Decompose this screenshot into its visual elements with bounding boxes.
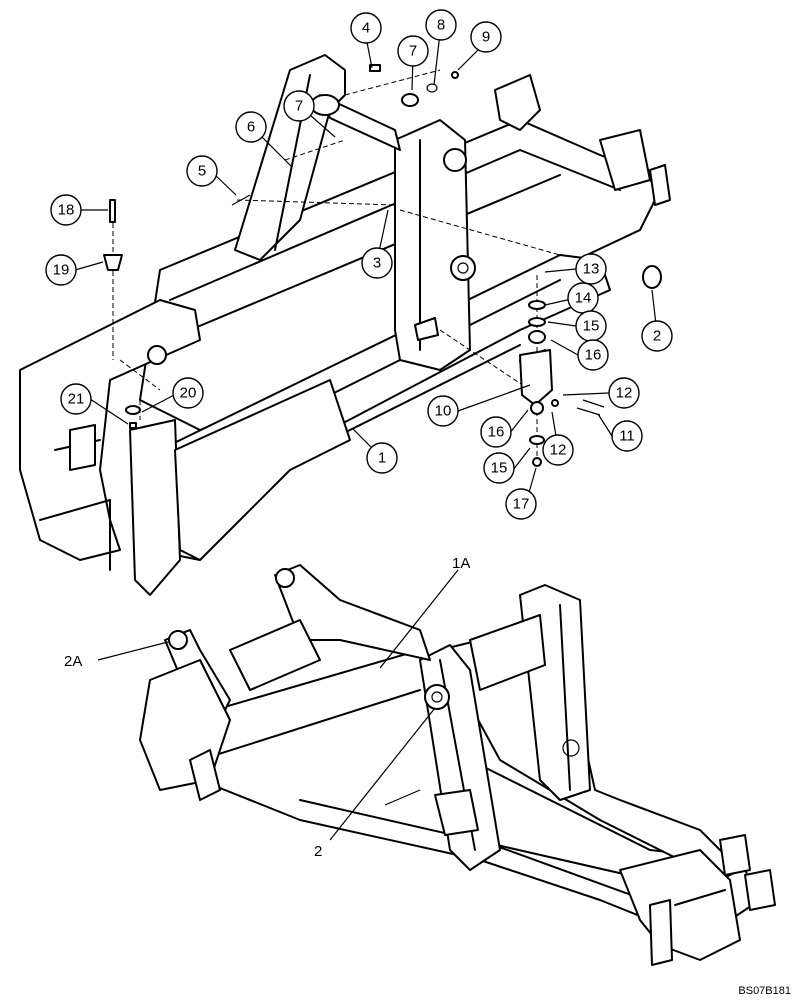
callout-11: 11 [611,420,643,452]
svg-text:11: 11 [619,428,635,445]
svg-text:7: 7 [409,43,417,60]
svg-text:3: 3 [373,255,381,272]
svg-text:18: 18 [58,202,75,219]
svg-text:12: 12 [550,442,567,459]
callout-17: 17 [505,488,537,520]
svg-text:5: 5 [198,163,206,180]
leader-1a [379,569,459,669]
callout-12-lower: 12 [542,434,574,466]
lower-frame-assembly [139,564,776,966]
callout-21: 21 [60,383,92,415]
label-2-lower: 2 [314,843,322,860]
svg-text:20: 20 [180,385,197,402]
svg-text:4: 4 [362,20,370,37]
callout-8: 8 [425,9,457,41]
callout-16-right: 16 [577,339,609,371]
leader-lines [74,32,658,504]
svg-text:17: 17 [513,496,530,513]
leader-2-lower [329,707,436,841]
callout-2: 2 [641,320,673,352]
figure-code: BS07B181 [738,985,791,997]
callout-5: 5 [186,155,218,187]
svg-text:16: 16 [488,424,505,441]
svg-text:15: 15 [583,318,600,335]
svg-text:8: 8 [437,17,445,34]
svg-text:9: 9 [482,29,490,46]
upper-frame-assembly [19,54,671,596]
svg-text:13: 13 [583,261,600,278]
callout-15-right: 15 [575,310,607,342]
callout-6: 6 [235,111,267,143]
callout-10: 10 [427,395,459,427]
svg-text:16: 16 [585,347,602,364]
svg-text:21: 21 [68,391,85,408]
svg-text:14: 14 [575,290,592,307]
callout-16-lower: 16 [480,416,512,448]
svg-text:10: 10 [435,403,452,420]
callout-3: 3 [361,247,393,279]
callout-4: 4 [350,12,382,44]
callout-9: 9 [470,21,502,53]
svg-text:12: 12 [616,385,633,402]
svg-text:15: 15 [491,460,508,477]
callout-12-right: 12 [608,377,640,409]
callout-20: 20 [172,377,204,409]
svg-text:7: 7 [295,98,303,115]
svg-text:19: 19 [53,262,70,279]
callout-1: 1 [366,442,398,474]
svg-text:1: 1 [378,450,386,467]
svg-text:6: 6 [247,119,255,136]
callout-15-lower: 15 [483,452,515,484]
callout-19: 19 [45,254,77,286]
callout-13: 13 [575,253,607,285]
svg-text:2: 2 [653,328,661,345]
label-1a: 1A [452,555,470,572]
label-2a: 2A [64,653,82,670]
callout-18: 18 [50,194,82,226]
callout-7-lower: 7 [283,90,315,122]
callout-14: 14 [567,282,599,314]
leader-2a [97,641,169,661]
callout-7-upper: 7 [397,35,429,67]
